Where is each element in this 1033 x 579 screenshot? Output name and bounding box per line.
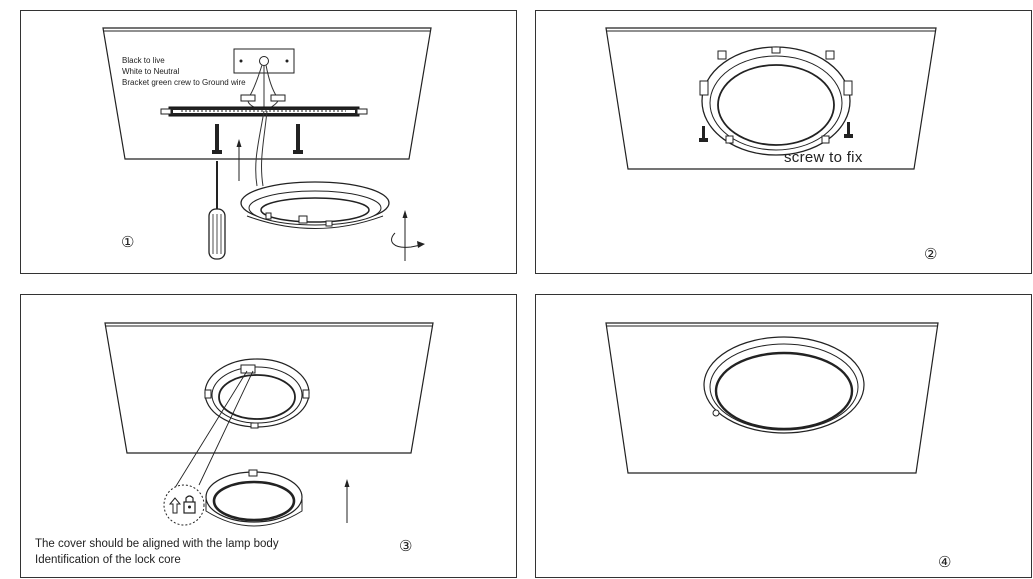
step-1-number: ① [121,234,135,251]
wiring-instruction-ground: Bracket green crew to Ground wire [122,78,246,87]
step-1-panel: Black to live White to Neutral Bracket g… [20,10,517,274]
step-2-number: ② [924,246,938,263]
step-1-illustration [102,27,432,261]
wiring-instruction-live: Black to live [122,56,165,65]
step-3-number: ③ [399,538,413,555]
step-2-illustration [605,27,937,170]
screw-to-fix-label: screw to fix [784,149,863,166]
step-4-illustration [605,322,939,474]
step-2-panel: screw to fix ② [535,10,1032,274]
step-4-number: ④ [938,554,952,571]
cover-alignment-caption: The cover should be aligned with the lam… [35,538,279,550]
step-3-illustration [104,322,434,527]
step-3-panel: The cover should be aligned with the lam… [20,294,517,578]
lock-core-caption: Identification of the lock core [35,554,181,566]
step-4-panel: ④ [535,294,1032,578]
wiring-instruction-neutral: White to Neutral [122,67,180,76]
